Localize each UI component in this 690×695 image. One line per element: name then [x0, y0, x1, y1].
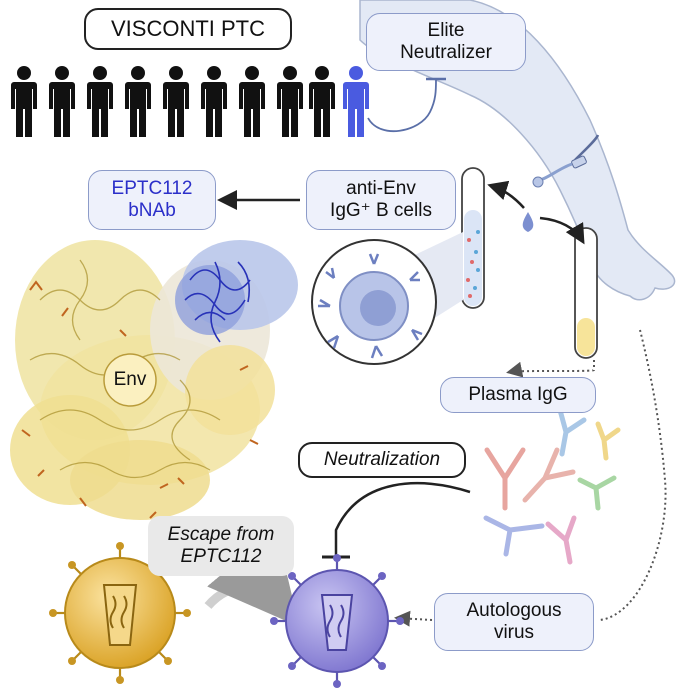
neutralization-text: Neutralization	[323, 449, 441, 471]
elite-line1: Elite	[427, 20, 465, 42]
escape-line1: Escape from	[167, 524, 275, 546]
person-icon	[277, 66, 303, 137]
bnab-label: EPTC112 bNAb	[88, 170, 216, 230]
person-icon	[11, 66, 37, 137]
person-icon	[163, 66, 189, 137]
arm-icon	[359, 0, 676, 301]
blood-drop-icon	[522, 212, 534, 232]
bcells-label: anti-Env IgG⁺ B cells	[306, 170, 456, 230]
env-label: Env	[104, 366, 156, 394]
autologous-line1: Autologous	[466, 600, 562, 622]
plasma-igg-text: Plasma IgG	[468, 384, 568, 406]
autologous-virus-label: Autologous virus	[434, 593, 594, 651]
cohort-label: VISCONTI PTC	[84, 8, 292, 50]
person-icon	[309, 66, 335, 137]
elite-neutralizer-label: Elite Neutralizer	[366, 13, 526, 71]
virus-icon	[270, 554, 404, 688]
person-icon	[239, 66, 265, 137]
antibody-fab-icon	[175, 240, 298, 343]
elite-line2: Neutralizer	[400, 42, 492, 63]
bcell-tube-icon	[461, 167, 485, 309]
virus-icon	[49, 542, 191, 684]
plasma-igg-label: Plasma IgG	[440, 377, 596, 413]
elite-person-icon	[343, 66, 369, 137]
escape-line2: EPTC112	[180, 546, 262, 567]
bnab-line2: bNAb	[128, 200, 176, 221]
antibody-cluster-icon	[483, 407, 621, 565]
person-icon	[125, 66, 151, 137]
bcells-line2: IgG⁺ B cells	[330, 200, 432, 221]
escape-label: Escape from EPTC112	[148, 516, 294, 576]
neutralization-label: Neutralization	[298, 442, 466, 478]
b-cell-icon	[311, 239, 437, 365]
cohort-people	[11, 66, 335, 137]
plasma-tube-icon	[574, 227, 598, 359]
catheter-icon	[532, 134, 600, 188]
person-icon	[201, 66, 227, 137]
person-icon	[49, 66, 75, 137]
person-icon	[87, 66, 113, 137]
autologous-line2: virus	[493, 622, 535, 643]
bnab-line1: EPTC112	[111, 178, 193, 200]
env-label-text: Env	[113, 369, 147, 391]
bcells-line1: anti-Env	[346, 178, 416, 200]
cohort-label-text: VISCONTI PTC	[110, 16, 265, 42]
